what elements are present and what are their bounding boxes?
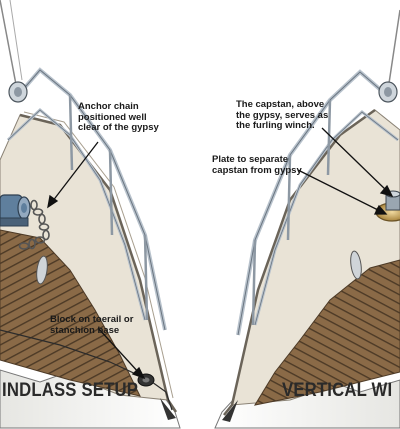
callout-block: Block on toerail or stanchion base [50, 314, 134, 336]
right-bow [214, 9, 400, 429]
left-setup-title: INDLASS SETUP [2, 380, 139, 401]
left-bow [0, 0, 181, 429]
leader-lines [47, 127, 394, 380]
callout-anchor-chain: Anchor chain positioned well clear of th… [78, 101, 159, 133]
right-setup-title: VERTICAL WI [282, 380, 393, 401]
anchor-chain [18, 199, 50, 250]
horizontal-windlass-icon [0, 194, 31, 227]
callout-plate: Plate to separate capstan from gypsy [212, 154, 302, 176]
callout-capstan: The capstan, above the gypsy, serves as … [236, 99, 329, 131]
